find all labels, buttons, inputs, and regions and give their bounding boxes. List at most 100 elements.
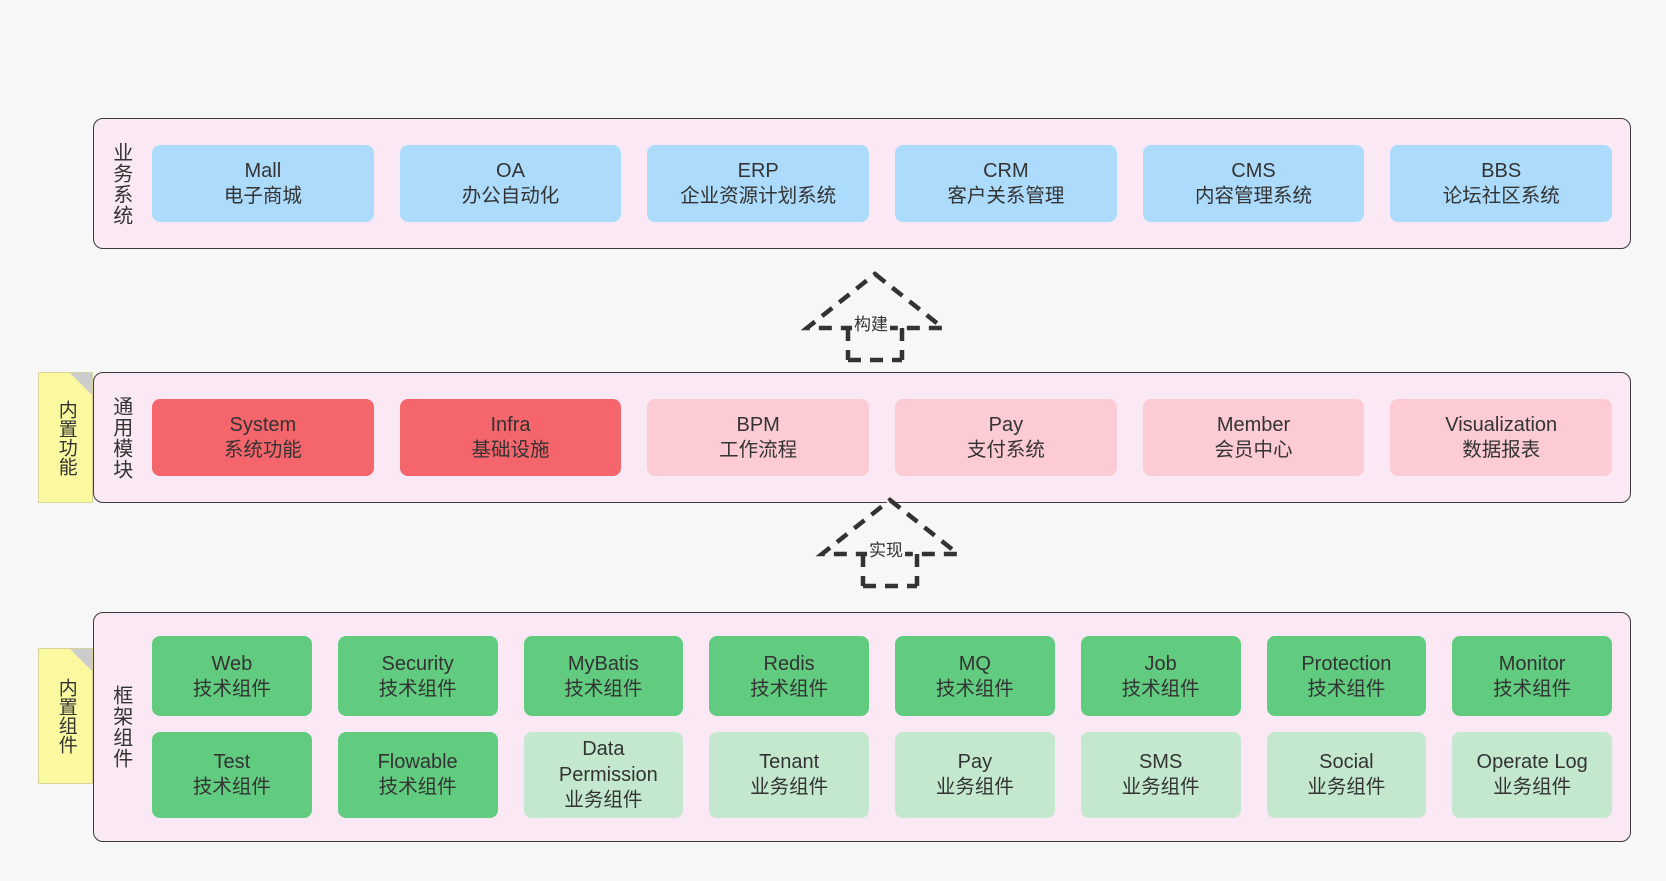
note-fold-corner-icon: [70, 373, 92, 395]
module-name: Member: [1216, 413, 1291, 436]
module-desc: 技术组件: [564, 677, 643, 700]
connector-implement-label: 实现: [867, 536, 905, 561]
module-card-erp[interactable]: ERP 企业资源计划系统: [647, 145, 870, 222]
module-desc: 电子商城: [223, 184, 302, 207]
module-card-web[interactable]: Web 技术组件: [152, 636, 312, 717]
module-card-monitor[interactable]: Monitor 技术组件: [1452, 636, 1612, 717]
module-desc: 业务组件: [750, 776, 829, 799]
module-name: Social: [1319, 751, 1374, 774]
module-desc: 业务组件: [564, 789, 643, 812]
module-card-social[interactable]: Social 业务组件: [1266, 732, 1427, 818]
layer-common-modules: 通用模块 System 系统功能 Infra 基础设施 BPM 工作流程 Pay…: [93, 372, 1631, 503]
module-card-member[interactable]: Member 会员中心: [1142, 399, 1365, 476]
module-name: BPM: [736, 413, 780, 436]
module-card-protection[interactable]: Protection 技术组件: [1266, 636, 1427, 717]
note-tab-label: 内置功能: [55, 399, 77, 476]
note-tab-builtin-features: 内置功能: [38, 372, 93, 503]
module-desc: 支付系统: [966, 438, 1045, 461]
module-card-job[interactable]: Job 技术组件: [1080, 636, 1241, 717]
module-desc: 业务组件: [935, 776, 1014, 799]
module-name: Security: [381, 652, 454, 675]
module-name: Redis: [763, 652, 815, 675]
module-desc: 客户关系管理: [947, 184, 1065, 207]
module-card-mybatis[interactable]: MyBatis 技术组件: [523, 636, 684, 717]
layer-body-business-systems: Mall 电子商城 OA 办公自动化 ERP 企业资源计划系统 CRM 客户关系…: [146, 119, 1630, 248]
module-desc: 业务组件: [1307, 776, 1386, 799]
module-name: Operate Log: [1476, 751, 1588, 774]
module-name: MyBatis: [567, 652, 639, 675]
module-desc: 会员中心: [1214, 438, 1293, 461]
module-name: Pay: [988, 413, 1024, 436]
module-desc: 基础设施: [471, 438, 550, 461]
module-desc: 业务组件: [1493, 776, 1572, 799]
row: Test 技术组件 Flowable 技术组件 Data Permission …: [152, 732, 1612, 818]
arrow-shaft: [860, 554, 920, 589]
module-name: CRM: [983, 159, 1029, 182]
module-desc: 技术组件: [192, 776, 271, 799]
module-desc: 技术组件: [1307, 677, 1386, 700]
module-card-operate-log[interactable]: Operate Log 业务组件: [1452, 732, 1612, 818]
module-name: Flowable: [377, 751, 458, 774]
module-name: System: [229, 413, 297, 436]
module-card-sms[interactable]: SMS 业务组件: [1080, 732, 1241, 818]
connector-build: 构建: [800, 271, 950, 363]
module-card-data-permission[interactable]: Data Permission 业务组件: [523, 732, 684, 818]
module-name: ERP: [737, 159, 779, 182]
module-desc: 技术组件: [378, 776, 457, 799]
module-card-system[interactable]: System 系统功能: [152, 399, 374, 476]
module-name: Pay: [957, 751, 993, 774]
connector-build-label: 构建: [852, 310, 890, 335]
module-desc: 业务组件: [1121, 776, 1200, 799]
module-desc: 办公自动化: [461, 184, 560, 207]
module-name: OA: [496, 159, 525, 182]
module-name: BBS: [1481, 159, 1522, 182]
module-desc: 工作流程: [719, 438, 798, 461]
module-card-tenant[interactable]: Tenant 业务组件: [709, 732, 869, 818]
layer-title-business-systems: 业务系统: [109, 141, 132, 226]
layer-title-common-modules: 通用模块: [109, 395, 132, 480]
module-name: Monitor: [1498, 652, 1566, 675]
module-desc: 技术组件: [935, 677, 1014, 700]
module-name: Web: [211, 652, 253, 675]
row: System 系统功能 Infra 基础设施 BPM 工作流程 Pay 支付系统…: [152, 399, 1613, 476]
module-name: MQ: [958, 652, 991, 675]
note-fold-corner-icon: [70, 649, 92, 671]
module-card-mall[interactable]: Mall 电子商城: [152, 145, 374, 222]
row: Web 技术组件 Security 技术组件 MyBatis 技术组件 Redi…: [152, 636, 1612, 717]
module-name: Infra: [490, 413, 531, 436]
module-desc: 技术组件: [750, 677, 829, 700]
module-card-flowable[interactable]: Flowable 技术组件: [337, 732, 498, 818]
module-desc: 企业资源计划系统: [680, 184, 837, 207]
module-name: Tenant: [759, 751, 820, 774]
note-tab-builtin-components: 内置组件: [38, 648, 93, 784]
module-card-infra[interactable]: Infra 基础设施: [399, 399, 622, 476]
module-card-cms[interactable]: CMS 内容管理系统: [1142, 145, 1365, 222]
module-desc: 技术组件: [1121, 677, 1200, 700]
module-card-visualization[interactable]: Visualization 数据报表: [1390, 399, 1613, 476]
module-card-mq[interactable]: MQ 技术组件: [895, 636, 1055, 717]
layer-body-common-modules: System 系统功能 Infra 基础设施 BPM 工作流程 Pay 支付系统…: [146, 373, 1630, 502]
module-name: Job: [1144, 652, 1177, 675]
module-card-oa[interactable]: OA 办公自动化: [399, 145, 622, 222]
module-card-bpm[interactable]: BPM 工作流程: [647, 399, 870, 476]
module-card-crm[interactable]: CRM 客户关系管理: [895, 145, 1117, 222]
note-tab-label: 内置组件: [55, 678, 77, 754]
module-desc: 论坛社区系统: [1442, 184, 1560, 207]
layer-title-framework-components: 框架组件: [109, 685, 132, 769]
module-card-security[interactable]: Security 技术组件: [337, 636, 498, 717]
module-name: Data Permission: [558, 738, 658, 787]
module-card-test[interactable]: Test 技术组件: [152, 732, 312, 818]
module-name: Test: [213, 751, 251, 774]
connector-implement: 实现: [815, 497, 965, 589]
module-card-pay-component[interactable]: Pay 业务组件: [895, 732, 1055, 818]
arrow-shaft: [845, 328, 905, 363]
module-desc: 数据报表: [1462, 438, 1541, 461]
module-card-pay[interactable]: Pay 支付系统: [895, 399, 1117, 476]
module-desc: 技术组件: [378, 677, 457, 700]
module-desc: 内容管理系统: [1195, 184, 1313, 207]
module-name: Visualization: [1445, 413, 1558, 436]
module-desc: 技术组件: [1493, 677, 1572, 700]
module-card-redis[interactable]: Redis 技术组件: [709, 636, 869, 717]
module-card-bbs[interactable]: BBS 论坛社区系统: [1390, 145, 1613, 222]
